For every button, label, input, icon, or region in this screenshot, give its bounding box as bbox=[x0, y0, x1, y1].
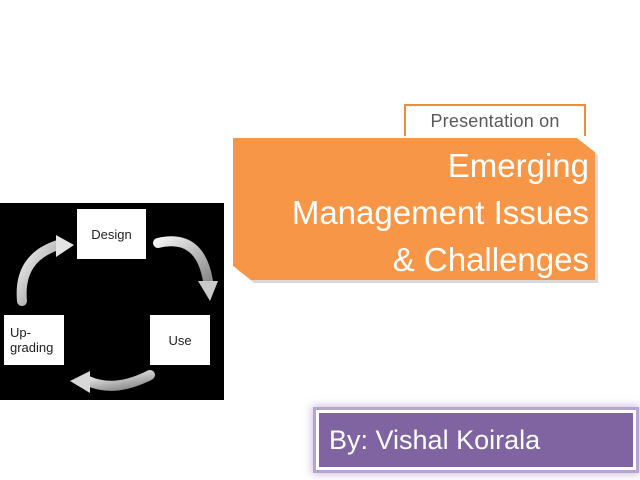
cycle-arrows bbox=[16, 235, 218, 393]
subtitle-tab: Presentation on bbox=[404, 104, 586, 136]
lifecycle-diagram: Design Use Up- grading bbox=[0, 203, 224, 400]
stage-upgrading-box: Up- grading bbox=[4, 315, 64, 365]
title-line: Emerging bbox=[447, 147, 589, 184]
stage-upgrading-label: Up- grading bbox=[10, 325, 53, 355]
stage-design-box: Design bbox=[77, 209, 146, 259]
stage-use-label: Use bbox=[168, 332, 192, 348]
arrow-upgrading-to-design bbox=[16, 235, 74, 306]
stage-use-box: Use bbox=[150, 315, 210, 365]
slide-title: Emerging Management Issues & Challenges bbox=[243, 142, 589, 283]
stage-upgrading-line1: Up- bbox=[10, 325, 31, 340]
stage-design-label: Design bbox=[91, 226, 132, 242]
author-box: By: Vishal Koirala bbox=[313, 407, 639, 473]
arrow-design-to-use bbox=[153, 236, 218, 301]
title-line: & Challenges bbox=[392, 241, 589, 278]
arrow-use-to-upgrading bbox=[70, 370, 155, 393]
stage-upgrading-line2: grading bbox=[10, 340, 54, 355]
title-banner bbox=[233, 138, 595, 280]
author-name: By: Vishal Koirala bbox=[329, 424, 541, 455]
title-line: Management Issues bbox=[291, 194, 589, 231]
subtitle-text: Presentation on bbox=[430, 110, 560, 131]
